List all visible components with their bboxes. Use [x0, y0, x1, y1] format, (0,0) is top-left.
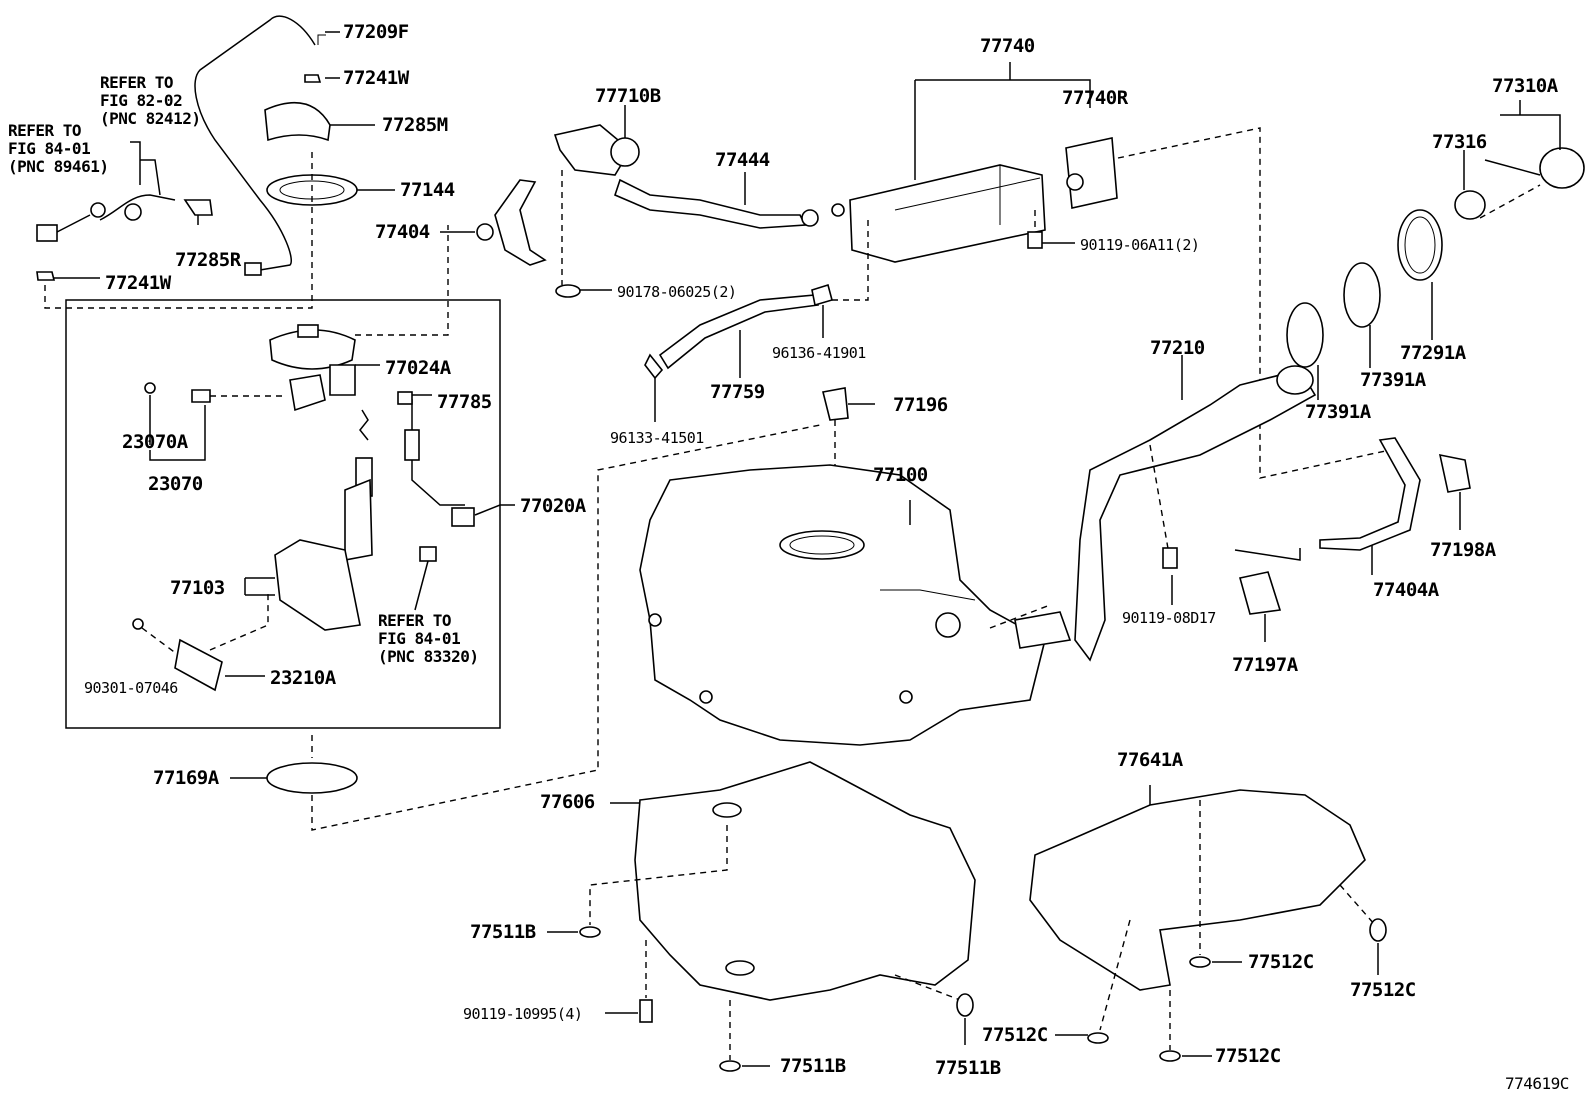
- heat-shield-77641A: [1029, 789, 1366, 991]
- retainer-77285M: [264, 102, 331, 142]
- bolt-90119-10995: [639, 999, 653, 1023]
- ring-77291A: [1397, 209, 1443, 281]
- label-96136-41901: 96136-41901: [772, 344, 866, 362]
- fuel-pump-23210A: [174, 638, 223, 692]
- reference-note-fig-84-01-a: REFER TO FIG 84-01 (PNC 89461): [8, 121, 109, 176]
- label-90178-06025: 90178-06025(2): [617, 283, 737, 301]
- label-77740: 77740: [980, 35, 1035, 57]
- figure-id: 774619C: [1505, 1074, 1569, 1093]
- connector-77209F: [244, 262, 262, 276]
- label-77785: 77785: [437, 391, 492, 413]
- label-77512C-b: 77512C: [1350, 979, 1416, 1001]
- label-77100: 77100: [873, 464, 928, 486]
- vapor-pipe-77209F: [194, 15, 316, 271]
- label-77285M: 77285M: [382, 114, 448, 136]
- clip-77241W-left: [36, 271, 56, 281]
- fuel-pump-assembly-frame: [65, 299, 501, 729]
- nut-90178: [555, 284, 581, 298]
- label-90301-07046: 90301-07046: [84, 679, 178, 697]
- clip-77241W-top: [304, 74, 322, 83]
- label-77512C-c: 77512C: [982, 1024, 1048, 1046]
- oring-77391A-a: [1286, 302, 1324, 368]
- label-96133-41501: 96133-41501: [610, 429, 704, 447]
- sender-23070A: [191, 389, 211, 403]
- fuel-cap-77310A: [1539, 147, 1585, 189]
- bracket-part: [344, 478, 373, 561]
- protector-77606: [634, 761, 976, 1001]
- label-77210: 77210: [1150, 337, 1205, 359]
- label-77316: 77316: [1432, 131, 1487, 153]
- label-77641A: 77641A: [1117, 749, 1183, 771]
- label-77606: 77606: [540, 791, 595, 813]
- label-90119-10995: 90119-10995(4): [463, 1005, 583, 1023]
- vent-valve-77710B: [553, 124, 632, 176]
- label-23070: 23070: [148, 473, 203, 495]
- label-77404A: 77404A: [1373, 579, 1439, 601]
- label-77512C-d: 77512C: [1215, 1045, 1281, 1067]
- oring-77391A-b: [1343, 262, 1381, 328]
- label-77024A: 77024A: [385, 357, 451, 379]
- hose-77444: [614, 178, 807, 229]
- clamp-96136: [811, 283, 833, 307]
- reference-note-fig-82-02: REFER TO FIG 82-02 (PNC 82412): [100, 73, 201, 128]
- label-77391A-a: 77391A: [1305, 401, 1371, 423]
- label-23210A: 23210A: [270, 667, 336, 689]
- label-77404: 77404: [375, 221, 430, 243]
- clip-77196: [822, 387, 849, 421]
- label-90119-06A11: 90119-06A11(2): [1080, 236, 1200, 254]
- bolt-90119-06A11: [1027, 231, 1043, 249]
- gasket-77169A: [266, 762, 358, 794]
- canister-filter-77740R: [1065, 137, 1118, 209]
- label-77511B-bottom: 77511B: [780, 1055, 846, 1077]
- hose-77404A: [1319, 437, 1421, 551]
- label-77444: 77444: [715, 149, 770, 171]
- tank-opening: [779, 530, 865, 560]
- label-77197A: 77197A: [1232, 654, 1298, 676]
- label-77740R: 77740R: [1062, 87, 1128, 109]
- label-77285R: 77285R: [175, 249, 241, 271]
- harness-ref-82: [99, 194, 176, 221]
- label-77198A: 77198A: [1430, 539, 1496, 561]
- label-77169A: 77169A: [153, 767, 219, 789]
- label-77391A-b: 77391A: [1360, 369, 1426, 391]
- label-77209F: 77209F: [343, 21, 409, 43]
- hose-77404: [494, 179, 547, 266]
- label-77759: 77759: [710, 381, 765, 403]
- label-77310A: 77310A: [1492, 75, 1558, 97]
- label-77511B-mid: 77511B: [935, 1057, 1001, 1079]
- label-77291A: 77291A: [1400, 342, 1466, 364]
- filler-pipe-77210: [1074, 369, 1317, 662]
- canister-77740: [849, 164, 1046, 263]
- label-77241W-top: 77241W: [343, 67, 409, 89]
- pump-bracket-77103: [274, 539, 361, 631]
- label-77512C-a: 77512C: [1248, 951, 1314, 973]
- spring-part: [359, 409, 369, 441]
- label-77511B-left: 77511B: [470, 921, 536, 943]
- label-77710B: 77710B: [595, 85, 661, 107]
- bracket-77198A: [1438, 453, 1471, 493]
- label-77196: 77196: [893, 394, 948, 416]
- label-90119-08D17: 90119-08D17: [1122, 609, 1216, 627]
- bracket-77197A: [1239, 571, 1282, 615]
- hose-77759: [658, 294, 820, 370]
- connector-ref-84a: [36, 224, 58, 242]
- label-77241W-left: 77241W: [105, 272, 171, 294]
- seal-77316: [1454, 190, 1486, 220]
- reference-note-fig-84-01-b: REFER TO FIG 84-01 (PNC 83320): [378, 611, 479, 666]
- label-77103: 77103: [170, 577, 225, 599]
- label-23070A: 23070A: [122, 431, 188, 453]
- bolt-90119-08D17: [1162, 547, 1178, 569]
- fuel-tank-77100: [639, 464, 1046, 746]
- label-77020A: 77020A: [520, 495, 586, 517]
- clip-77285R: [183, 199, 213, 216]
- label-77144: 77144: [400, 179, 455, 201]
